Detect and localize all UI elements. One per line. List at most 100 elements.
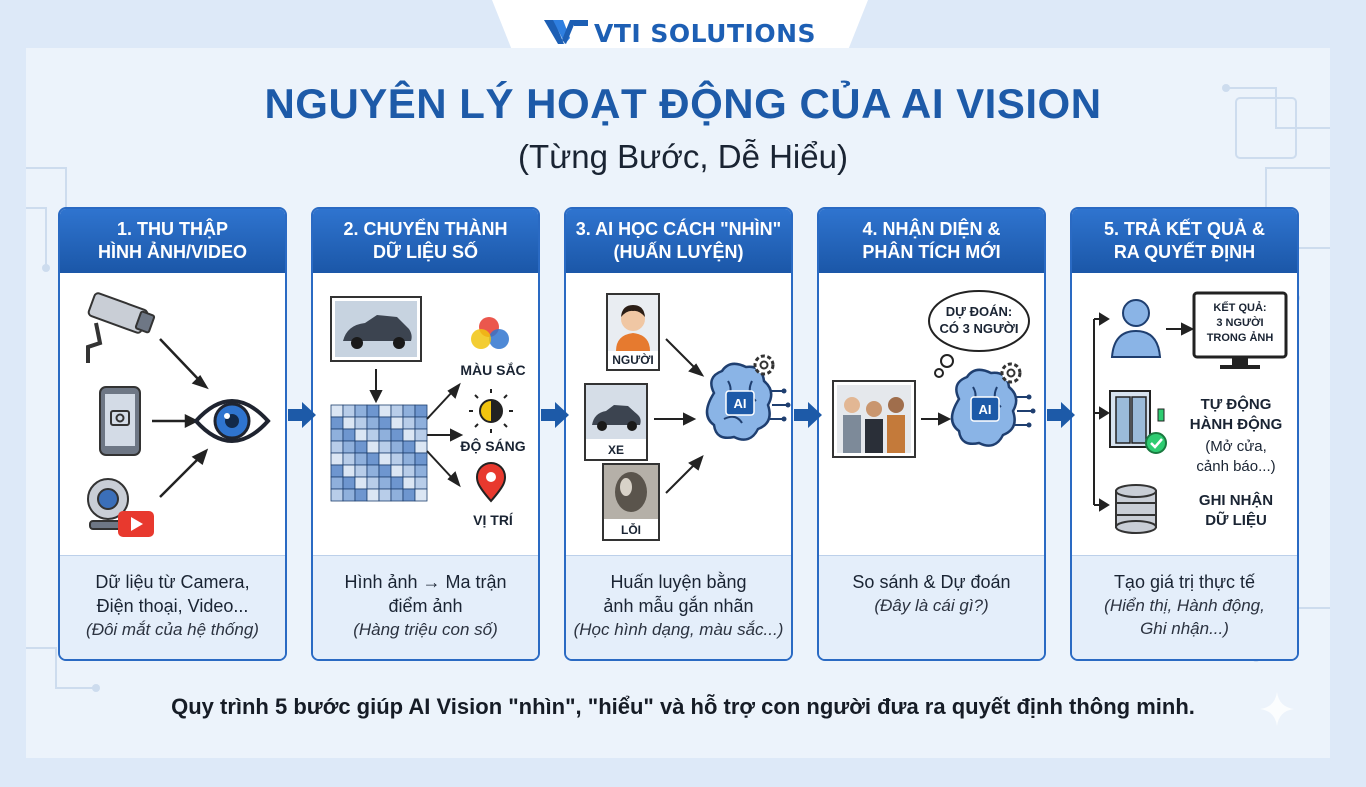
matrix-cell — [402, 416, 416, 430]
matrix-cell — [402, 464, 416, 478]
matrix-cell — [330, 416, 344, 430]
matrix-cell — [366, 404, 380, 418]
matrix-cell — [390, 464, 404, 478]
matrix-cell — [342, 452, 356, 466]
matrix-cell — [402, 404, 416, 418]
vti-logo-icon — [543, 18, 588, 48]
matrix-cell — [330, 476, 344, 490]
step-1-caption: Dữ liệu từ Camera, Điện thoại, Video... — [95, 572, 250, 616]
matrix-cell — [414, 416, 428, 430]
label-brightness: ĐỘ SÁNG — [460, 438, 526, 454]
step-1-note: (Đôi mắt của hệ thống) — [86, 620, 259, 639]
label-color: MÀU SẮC — [460, 362, 526, 378]
matrix-cell — [390, 404, 404, 418]
sparkle-icon — [1260, 692, 1294, 726]
matrix-cell — [366, 476, 380, 490]
group-photo — [832, 380, 916, 458]
matrix-cell — [366, 416, 380, 430]
matrix-cell — [414, 452, 428, 466]
step-3-footer: Huấn luyện bằng ảnh mẫu gắn nhãn (Học hì… — [566, 555, 791, 659]
matrix-cell — [354, 428, 368, 442]
matrix-cell — [342, 428, 356, 442]
door-icon — [1109, 390, 1165, 448]
monitor-icon — [1192, 291, 1288, 369]
matrix-cell — [378, 428, 392, 442]
matrix-cell — [402, 488, 416, 502]
matrix-cell — [402, 428, 416, 442]
matrix-cell — [342, 488, 356, 502]
matrix-cell — [414, 440, 428, 454]
database-icon — [1115, 484, 1157, 534]
step-4-caption: So sánh & Dự đoán — [852, 572, 1011, 592]
car-photo-2: XE — [584, 383, 648, 461]
step-4-note: (Đây là cái gì?) — [874, 596, 989, 615]
page-title: NGUYÊN LÝ HOẠT ĐỘNG CỦA AI VISION — [264, 80, 1102, 127]
matrix-cell — [366, 452, 380, 466]
ai-chip-label: AI — [733, 396, 747, 411]
step-2-heading: 2. CHUYỂN THÀNH DỮ LIỆU SỐ — [313, 209, 538, 273]
label-defect: LỖI — [621, 523, 641, 537]
matrix-cell — [354, 440, 368, 454]
step-5-illustration: KẾT QUẢ: 3 NGƯỜI TRONG ẢNH TỰ ĐỘNG HÀNH … — [1072, 273, 1297, 559]
matrix-cell — [354, 464, 368, 478]
smartphone-icon — [99, 386, 141, 456]
step-5-footer: Tạo giá trị thực tế (Hiển thị, Hành động… — [1072, 555, 1297, 659]
record-data-label: GHI NHẬN DỮ LIỆU — [1198, 492, 1274, 529]
person-photo: NGƯỜI — [606, 293, 660, 371]
step-4-illustration: DỰ ĐOÁN: CÓ 3 NGƯỜI AI — [819, 273, 1044, 559]
step-3-illustration: NGƯỜI XE LỖI — [566, 273, 791, 559]
matrix-cell — [342, 416, 356, 430]
matrix-cell — [402, 452, 416, 466]
auto-action-label: TỰ ĐỘNG HÀNH ĐỘNG — [1189, 396, 1283, 433]
page-subtitle: (Từng Bước, Dễ Hiểu) — [518, 138, 848, 175]
matrix-cell — [402, 476, 416, 490]
matrix-cell — [390, 488, 404, 502]
matrix-cell — [378, 416, 392, 430]
matrix-cell — [378, 452, 392, 466]
matrix-cell — [342, 464, 356, 478]
security-camera-icon — [86, 292, 156, 363]
matrix-cell — [378, 404, 392, 418]
matrix-cell — [354, 416, 368, 430]
matrix-cell — [342, 440, 356, 454]
step-5-note: (Hiển thị, Hành động, Ghi nhận...) — [1104, 596, 1265, 638]
matrix-cell — [330, 452, 344, 466]
user-icon — [1110, 299, 1162, 358]
car-photo — [330, 296, 422, 362]
step-3-heading: 3. AI HỌC CÁCH "NHÌN" (HUẤN LUYỆN) — [566, 209, 791, 273]
step-3-card: 3. AI HỌC CÁCH "NHÌN" (HUẤN LUYỆN) NGƯỜI… — [564, 207, 793, 661]
step-arrow-1 — [288, 402, 316, 428]
label-position: VỊ TRÍ — [473, 512, 513, 528]
step-2-footer: Hình ảnh → Ma trận điểm ảnh (Hàng triệu … — [313, 555, 538, 659]
matrix-cell — [378, 488, 392, 502]
check-icon — [1145, 432, 1167, 454]
step-arrow-4 — [1047, 402, 1075, 428]
step-1-heading: 1. THU THẬP HÌNH ẢNH/VIDEO — [60, 209, 285, 273]
matrix-cell — [330, 404, 344, 418]
matrix-cell — [378, 440, 392, 454]
step-5-caption: Tạo giá trị thực tế — [1113, 572, 1256, 592]
defect-photo: LỖI — [602, 463, 660, 541]
matrix-cell — [390, 452, 404, 466]
matrix-cell — [414, 428, 428, 442]
brand-name: VTI SOLUTIONS — [593, 18, 817, 48]
step-2-caption: Hình ảnh → Ma trận điểm ảnh — [344, 572, 507, 616]
prediction-label: DỰ ĐOÁN: CÓ 3 NGƯỜI — [939, 304, 1019, 336]
step-2-note: (Hàng triệu con số) — [353, 620, 498, 639]
matrix-cell — [354, 404, 368, 418]
matrix-cell — [366, 440, 380, 454]
step-1-illustration — [60, 273, 285, 559]
step-5-heading: 5. TRẢ KẾT QUẢ & RA QUYẾT ĐỊNH — [1072, 209, 1297, 273]
matrix-cell — [414, 476, 428, 490]
matrix-cell — [378, 476, 392, 490]
matrix-cell — [390, 440, 404, 454]
matrix-cell — [330, 428, 344, 442]
step-2-illustration: MÀU SẮC ĐỘ SÁNG VỊ TRÍ — [313, 273, 538, 559]
step-4-card: 4. NHẬN DIỆN & PHÂN TÍCH MỚI — [817, 207, 1046, 661]
matrix-cell — [414, 464, 428, 478]
matrix-cell — [342, 404, 356, 418]
matrix-cell — [390, 428, 404, 442]
ai-brain-icon-2 — [950, 368, 1036, 447]
matrix-cell — [366, 464, 380, 478]
location-pin-icon — [475, 462, 507, 503]
